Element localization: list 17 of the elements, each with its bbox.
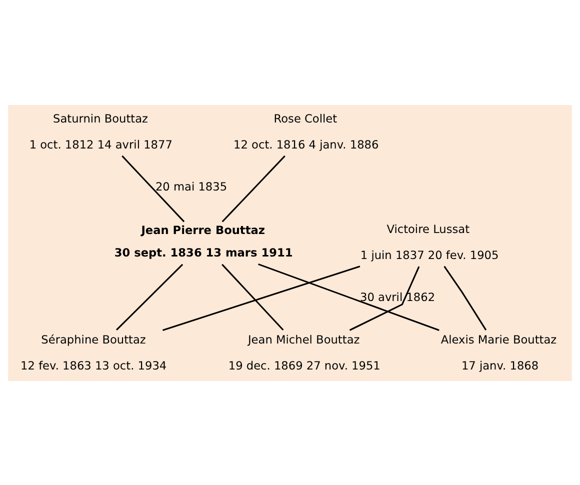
edge-label: 30 avril 1862 — [360, 290, 436, 304]
node-text: Victoire Lussat 1 juin 1837 20 fev. 1905 — [360, 221, 499, 262]
connector — [162, 265, 360, 330]
connector — [116, 263, 184, 330]
connector — [258, 262, 440, 330]
connector — [349, 266, 420, 330]
connector — [222, 154, 286, 222]
edge-label: 20 mai 1835 — [155, 179, 228, 194]
connector — [444, 265, 487, 330]
node-text: Rose Collet 12 oct. 1816 4 janv. 1886 — [234, 110, 379, 151]
node-text: Jean Michel Bouttaz 19 dec. 1869 27 nov. 1951 — [228, 332, 380, 372]
connector — [222, 263, 284, 330]
node-text: Jean Pierre Bouttaz 30 sept. 1836 13 mars 1911 — [114, 222, 293, 260]
node-text: Alexis Marie Bouttaz 17 janv. 1868 — [440, 332, 557, 372]
node-text: Séraphine Bouttaz 12 fev. 1863 13 oct. 1934 — [20, 332, 167, 372]
connector — [122, 154, 185, 222]
node-text: Saturnin Bouttaz 1 oct. 1812 14 avril 1877 — [29, 110, 172, 151]
